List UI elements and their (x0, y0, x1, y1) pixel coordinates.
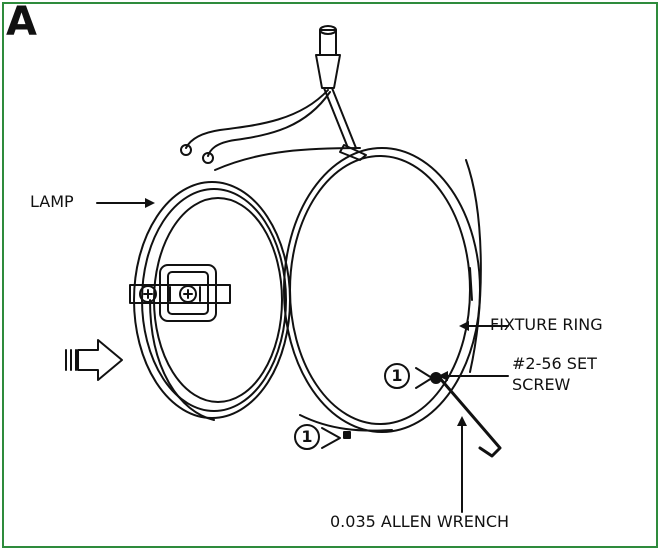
panel-letter: A (6, 0, 37, 45)
set-screw-label-line2: SCREW (512, 375, 571, 394)
allen-wrench (436, 374, 502, 458)
allen-wrench-arrowhead (457, 416, 467, 426)
lamp-label: LAMP (30, 192, 74, 211)
fixture-ring (214, 147, 482, 433)
lamp-arrowhead (145, 198, 155, 208)
allen-wrench-label: 0.035 ALLEN WRENCH (330, 512, 510, 531)
mounting-post (315, 25, 367, 161)
callout-pointers (321, 367, 433, 449)
fixture-ring-label: FIXTURE RING (490, 315, 603, 334)
lead-wires (180, 89, 331, 164)
fixture-ring-arrowhead (459, 321, 469, 331)
leader-lines (96, 202, 509, 513)
hollow-arrow-right-icon (65, 339, 123, 381)
set-screw-label-line1: #2-56 SET (512, 354, 597, 373)
set-screw-arrowhead (438, 371, 448, 381)
lamp-socket (129, 264, 231, 322)
lamp (133, 181, 291, 421)
callout-number-1-upper: 1 (384, 363, 410, 389)
callout-number-1-lower: 1 (294, 424, 320, 450)
